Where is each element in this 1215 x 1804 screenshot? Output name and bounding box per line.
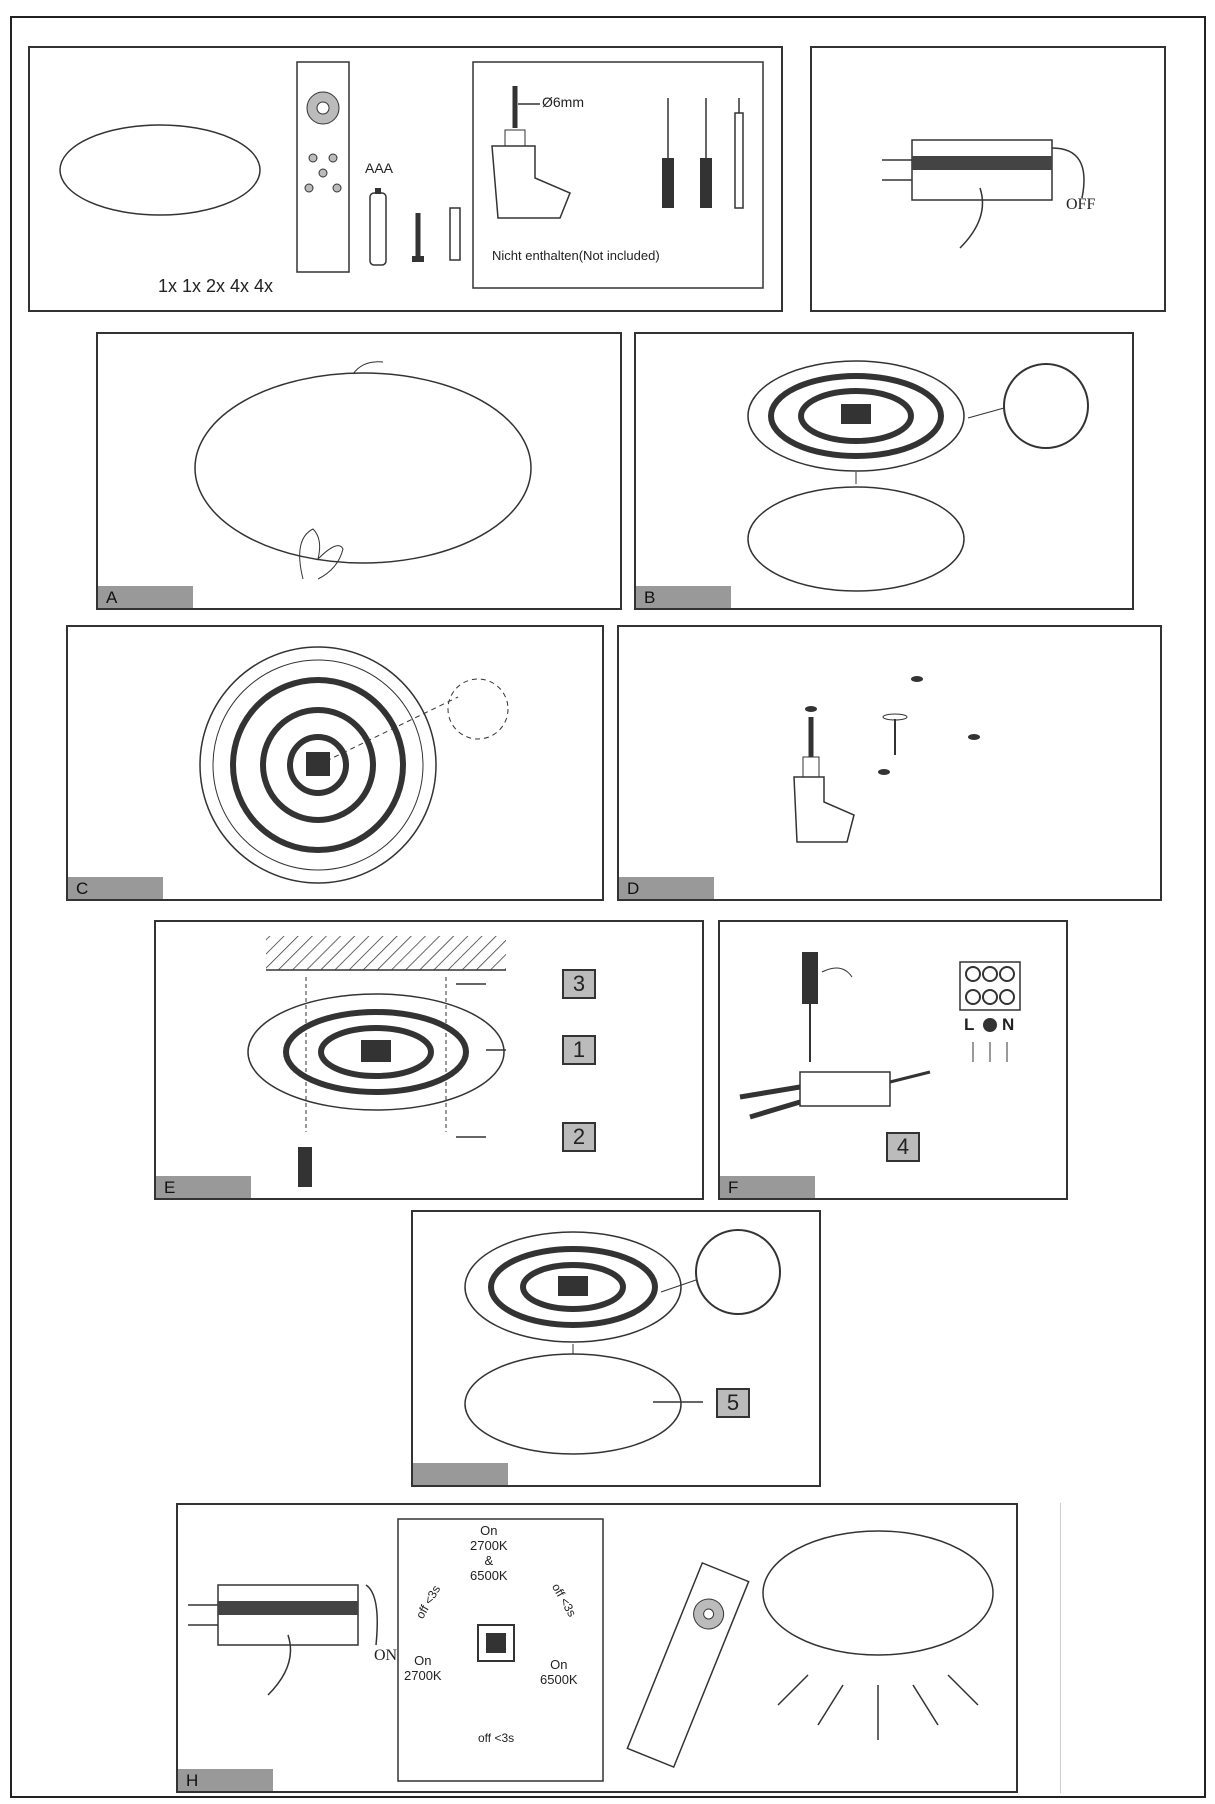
hand-icon xyxy=(299,528,344,580)
step-e-panel: 3 1 2 E xyxy=(154,920,704,1200)
step-d-tag: D xyxy=(619,877,714,899)
light-rays-icon xyxy=(777,1674,979,1740)
ground-icon xyxy=(983,1018,997,1032)
lamp-diffuser-icon xyxy=(762,1530,994,1656)
step-a-tag: A xyxy=(98,586,193,608)
breaker-illustration xyxy=(882,139,1085,249)
lamp-base-icon xyxy=(747,360,965,472)
switch-state-top: On 2700K & 6500K xyxy=(470,1523,508,1583)
step-e-tag: E xyxy=(156,1176,251,1198)
switch-state-left: On 2700K xyxy=(404,1653,442,1683)
callout-3: 3 xyxy=(562,969,596,999)
wall-switch-icon xyxy=(477,1624,515,1662)
detail-zoom-icon xyxy=(447,678,509,740)
screwdriver-icon xyxy=(298,1147,312,1187)
screwdriver-icon xyxy=(662,98,712,208)
lamp-diffuser-icon xyxy=(59,124,261,216)
lamp-diffuser-icon xyxy=(194,372,532,564)
drill-icon xyxy=(491,86,571,219)
screw-icon xyxy=(412,213,424,262)
drill-hole-mark xyxy=(805,706,817,712)
circuit-breaker-icon xyxy=(188,1584,359,1646)
callout-1: 1 xyxy=(562,1035,596,1065)
wall-switch-box xyxy=(397,1518,604,1782)
terminal-block-icon xyxy=(739,1070,931,1120)
lamp-base-icon xyxy=(464,1231,682,1343)
manual-frame xyxy=(10,16,1206,1798)
lamp-base-icon xyxy=(247,993,505,1111)
parts-panel: AAA 1x 1x 2x 4x 4x Ø6mm Nicht enthalten(… xyxy=(28,46,783,312)
hand-icon xyxy=(959,187,984,249)
parts-illustration xyxy=(59,61,764,289)
quantities-label: 1x 1x 2x 4x 4x xyxy=(158,276,274,296)
drill-size-label: Ø6mm xyxy=(542,94,584,110)
off-timer-bottom: off <3s xyxy=(478,1731,515,1745)
callout-2: 2 xyxy=(562,1122,596,1152)
lamp-diffuser-icon xyxy=(464,1353,682,1455)
off-label: OFF xyxy=(1066,196,1096,213)
on-label: ON xyxy=(374,1647,398,1664)
margin-rule xyxy=(1060,1503,1061,1793)
drill-icon xyxy=(793,717,855,843)
step-g-tag xyxy=(413,1463,508,1485)
remote-control-icon xyxy=(626,1561,750,1769)
step-h-panel: ON On 2700K & 6500K On 2700K On 6500K of… xyxy=(176,1503,1018,1793)
remote-control-icon xyxy=(296,61,350,273)
pencil-icon xyxy=(734,98,744,209)
wall-plug-icon xyxy=(449,207,461,261)
terminal-l-label: L xyxy=(964,1015,975,1034)
step-g-panel: 5 xyxy=(411,1210,821,1487)
detail-zoom-icon xyxy=(695,1229,781,1315)
not-included-label: Nicht enthalten(Not included) xyxy=(492,248,660,263)
step-c-panel: C xyxy=(66,625,604,901)
ceiling-icon xyxy=(266,936,506,970)
connector-diagram-icon xyxy=(959,961,1021,1062)
step-b-panel: B xyxy=(634,332,1134,610)
step-f-panel: L N 4 F xyxy=(718,920,1068,1200)
switch-state-right: On 6500K xyxy=(540,1657,578,1687)
screwdriver-icon xyxy=(802,952,853,1062)
detail-zoom-icon xyxy=(1003,363,1089,449)
step-c-tag: C xyxy=(68,877,163,899)
lamp-diffuser-icon xyxy=(747,486,965,592)
drill-hole-mark xyxy=(911,676,923,682)
callout-5: 5 xyxy=(716,1388,750,1418)
battery-label: AAA xyxy=(365,160,394,176)
step-f-tag: F xyxy=(720,1176,815,1198)
drill-hole-mark xyxy=(878,769,890,775)
circuit-breaker-icon xyxy=(882,139,1053,201)
step-a-panel: A xyxy=(96,332,622,610)
turn-arrow-icon xyxy=(365,1584,378,1646)
callout-4: 4 xyxy=(886,1132,920,1162)
terminal-n-label: N xyxy=(1002,1015,1015,1034)
turn-arrow-icon xyxy=(1051,147,1085,199)
hand-icon xyxy=(267,1634,292,1696)
step-b-tag: B xyxy=(636,586,731,608)
tools-box xyxy=(472,61,764,289)
step-d-panel: D xyxy=(617,625,1162,901)
switch-off-panel: OFF xyxy=(810,46,1166,312)
drill-hole-mark xyxy=(968,734,980,740)
finger-icon xyxy=(352,361,384,375)
lamp-base-icon xyxy=(199,646,437,884)
battery-icon xyxy=(369,188,387,266)
step-h-tag: H xyxy=(178,1769,273,1791)
